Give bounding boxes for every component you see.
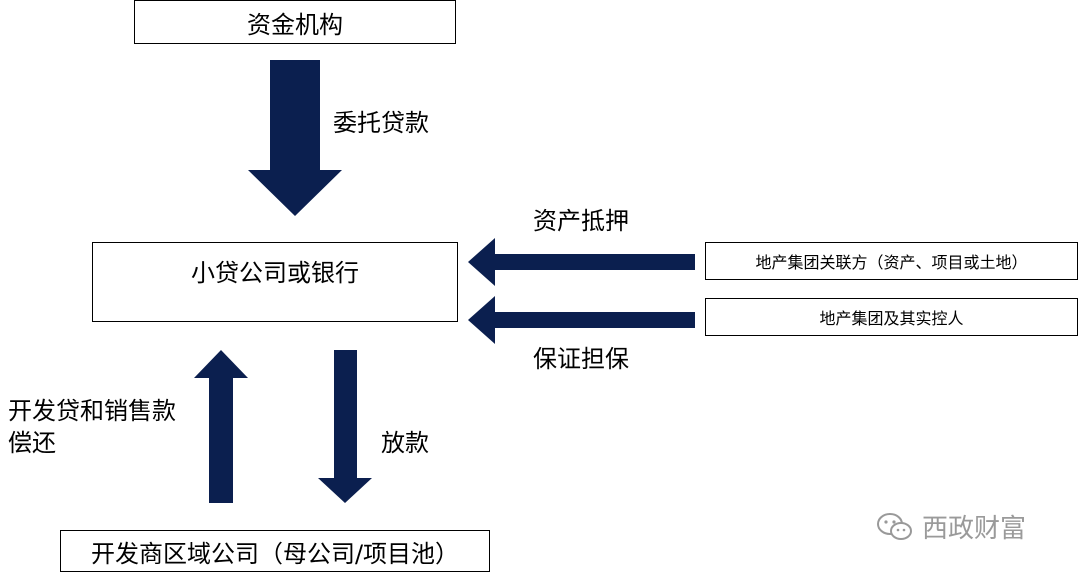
label-disbursement: 放款	[381, 429, 429, 457]
node-lender: 小贷公司或银行	[92, 242, 458, 322]
node-group-affiliate: 地产集团关联方（资产、项目或土地）	[705, 242, 1078, 280]
label-asset-mortgage: 资产抵押	[533, 207, 629, 235]
arrow-entrusted-loan	[248, 60, 342, 216]
node-regional-developer: 开发商区域公司（母公司/项目池）	[60, 530, 490, 572]
arrow-repayment	[194, 350, 248, 503]
watermark: 西政财富	[876, 508, 1026, 545]
label-repayment-line1: 开发贷和销售款	[8, 397, 176, 425]
wechat-icon	[877, 512, 912, 540]
node-funding-institution: 资金机构	[134, 0, 456, 44]
arrow-asset-mortgage	[468, 238, 695, 286]
label-guarantee: 保证担保	[533, 345, 629, 373]
watermark-text: 西政财富	[922, 514, 1027, 544]
arrow-disbursement	[318, 350, 372, 503]
label-entrusted-loan: 委托贷款	[333, 109, 429, 137]
arrow-guarantee	[468, 296, 695, 344]
label-repayment-line2: 偿还	[8, 429, 56, 457]
node-group-controller: 地产集团及其实控人	[705, 298, 1078, 336]
